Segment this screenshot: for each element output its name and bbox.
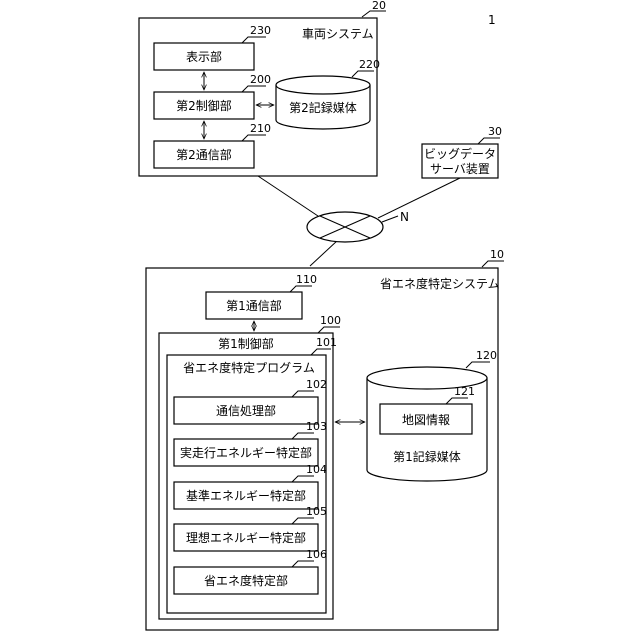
vehicle-system: 車両システム 20 表示部 230 第2制御部 200 第2通信部 210 第2… [139,0,386,176]
second-storage-label: 第2記録媒体 [289,100,357,115]
program-ref: 101 [316,336,337,349]
second-storage-ref: 220 [359,58,380,71]
vehicle-system-ref: 20 [372,0,386,12]
first-storage-label: 第1記録媒体 [393,449,461,464]
module-energy-saving-label: 省エネ度特定部 [204,573,288,588]
module-actual-energy-ref: 103 [306,420,327,433]
energy-system: 省エネ度特定システム 10 第1通信部 110 第1制御部 100 省エネ度特定… [146,248,504,630]
program-label: 省エネ度特定プログラム [183,360,315,375]
display-unit-label: 表示部 [186,49,222,64]
network-label: N [400,210,409,224]
map-info-label: 地図情報 [402,413,450,427]
network: N [258,176,460,266]
energy-system-title: 省エネ度特定システム [380,276,500,291]
module-energy-saving-ref: 106 [306,548,327,561]
module-reference-energy-ref: 104 [306,463,327,476]
module-actual-energy-label: 実走行エネルギー特定部 [180,445,312,460]
first-storage-ref: 120 [476,349,497,362]
first-control-label: 第1制御部 [218,336,274,351]
module-ideal-energy-ref: 105 [306,505,327,518]
bigdata-server-line2: サーバ装置 [430,162,490,176]
module-comm-processing-label: 通信処理部 [216,403,276,418]
module-comm-processing-ref: 102 [306,378,327,391]
bigdata-server-ref: 30 [488,125,502,138]
figure-number: 1 [488,13,496,27]
vehicle-system-title: 車両システム [302,27,374,41]
first-comm-label: 第1通信部 [226,298,282,313]
module-ideal-energy-label: 理想エネルギー特定部 [186,530,306,545]
bigdata-server: ビッグデータ サーバ装置 30 [422,125,502,178]
first-control-ref: 100 [320,314,341,327]
second-control-label: 第2制御部 [176,98,232,113]
bigdata-server-line1: ビッグデータ [424,146,496,161]
map-info-ref: 121 [454,385,475,398]
display-unit-ref: 230 [250,24,271,37]
second-comm-ref: 210 [250,122,271,135]
energy-system-ref: 10 [490,248,504,261]
second-comm-label: 第2通信部 [176,147,232,162]
first-comm-ref: 110 [296,273,317,286]
second-control-ref: 200 [250,73,271,86]
module-reference-energy-label: 基準エネルギー特定部 [186,488,306,503]
